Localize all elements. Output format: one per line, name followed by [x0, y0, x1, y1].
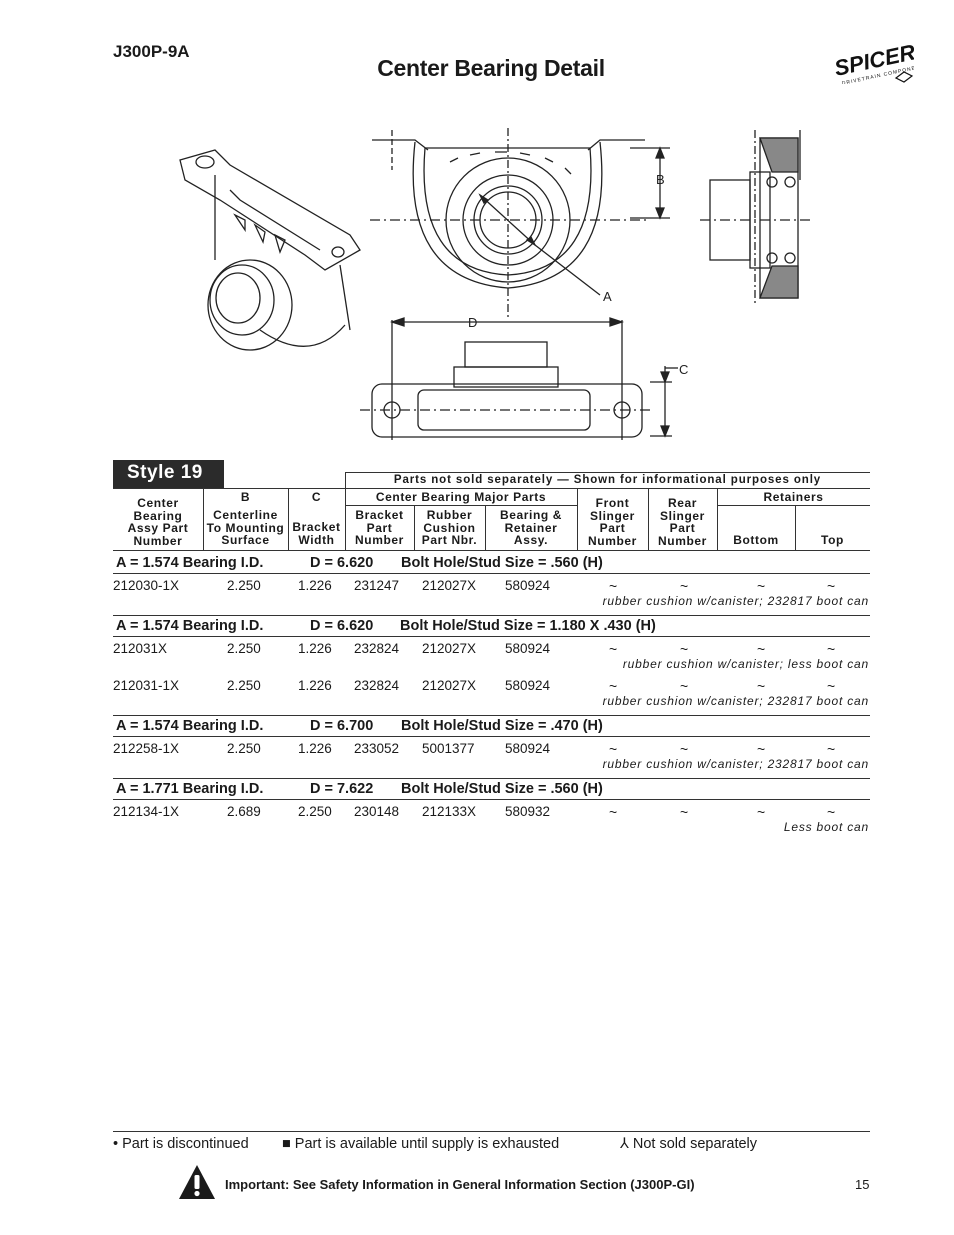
document-code: J300P-9A: [113, 42, 190, 61]
table-header-bottom-rule: [113, 550, 870, 551]
group-bearing-id: A = 1.574 Bearing I.D.: [116, 618, 264, 634]
row-note: Less boot can: [783, 820, 869, 834]
group-d-dim: D = 6.700: [310, 718, 374, 734]
front-view: B A: [370, 128, 670, 320]
isometric-view: [179, 149, 361, 351]
safety-notice: Important: See Safety Information in Gen…: [225, 1177, 695, 1192]
row-note: rubber cushion w/canister; 232817 boot c…: [602, 594, 869, 608]
label-a: A: [603, 289, 612, 304]
col-header-top: Top: [821, 533, 844, 547]
group-bolt-size: Bolt Hole/Stud Size = 1.180 X .430 (H): [400, 618, 656, 634]
group-bolt-size: Bolt Hole/Stud Size = .560 (H): [401, 555, 603, 571]
col-header-front-slinger: Front Slinger Part Number: [588, 496, 637, 548]
page-title: Center Bearing Detail: [377, 55, 605, 81]
super-header-c: C: [311, 490, 322, 504]
col-header-bracket-width: Bracket Width: [292, 520, 341, 547]
col-header-bearing-retainer: Bearing & Retainer Assy.: [499, 508, 563, 547]
col-header-assy: Center Bearing Assy Part Number: [127, 496, 189, 548]
group-bearing-id: A = 1.771 Bearing I.D.: [116, 781, 264, 797]
col-header-rear-slinger: Rear Slinger Part Number: [658, 496, 707, 548]
bottom-view: D C: [360, 315, 688, 440]
group-d-dim: D = 7.622: [310, 781, 374, 797]
legend-discontinued: • Part is discontinued: [113, 1136, 249, 1152]
spicer-logo: SPICER DRIVETRAIN COMPONENTS: [832, 39, 914, 84]
style-badge: Style 19: [113, 460, 224, 488]
table-top-rule: [345, 472, 870, 473]
table-banner: Parts not sold separately — Shown for in…: [393, 474, 822, 486]
label-c: C: [679, 362, 688, 377]
group-d-dim: D = 6.620: [310, 555, 374, 571]
col-header-centerline: Centerline To Mounting Surface: [206, 508, 285, 547]
row-note: rubber cushion w/canister; less boot can: [622, 657, 869, 671]
footer-rule: [113, 1131, 870, 1132]
legend-not-sold-separately: ⅄ Not sold separately: [620, 1136, 758, 1152]
group-bearing-id: A = 1.574 Bearing I.D.: [116, 718, 264, 734]
col-header-rubber-cushion: Rubber Cushion Part Nbr.: [421, 508, 478, 547]
legend-supply-exhausted: ■ Part is available until supply is exha…: [282, 1136, 560, 1152]
group-d-dim: D = 6.620: [310, 618, 374, 634]
col-header-bottom: Bottom: [733, 533, 779, 547]
row-note: rubber cushion w/canister; 232817 boot c…: [602, 694, 869, 708]
center-bearing-drawing: B A D C: [179, 128, 810, 440]
warning-icon: [179, 1165, 215, 1199]
super-header-retainers: Retainers: [763, 490, 824, 504]
side-view: [700, 130, 810, 305]
super-header-b: B: [240, 490, 251, 504]
col-header-bracket-part: Bracket Part Number: [355, 508, 404, 547]
label-b: B: [656, 172, 665, 187]
group-bearing-id: A = 1.574 Bearing I.D.: [116, 555, 264, 571]
group-bolt-size: Bolt Hole/Stud Size = .560 (H): [401, 781, 603, 797]
page-number: 15: [855, 1177, 870, 1192]
group-bolt-size: Bolt Hole/Stud Size = .470 (H): [401, 718, 603, 734]
row-note: rubber cushion w/canister; 232817 boot c…: [602, 757, 869, 771]
super-header-major-parts: Center Bearing Major Parts: [375, 490, 547, 504]
label-d: D: [468, 315, 477, 330]
